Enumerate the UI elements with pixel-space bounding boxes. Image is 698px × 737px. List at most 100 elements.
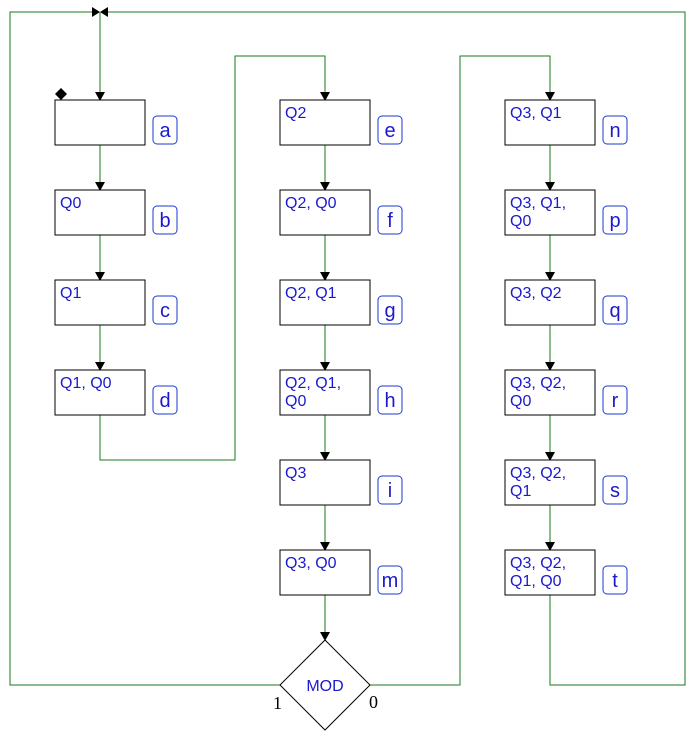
arrowhead (545, 452, 555, 461)
state-output-text: Q1 (510, 483, 531, 500)
state-label: m (382, 570, 399, 592)
state-label-box (602, 205, 628, 235)
state-box (54, 369, 146, 416)
state-output-text: Q2 (285, 105, 306, 122)
state-output-text: Q2, Q1 (285, 285, 337, 302)
arrowhead-left (92, 7, 100, 17)
decision-diamond (279, 639, 371, 731)
state-output-text: Q3, Q2, (510, 375, 566, 392)
state-box (279, 279, 371, 326)
decision-false-label: 0 (369, 692, 378, 712)
state-b: Q0b (54, 189, 178, 236)
state-box (54, 279, 146, 326)
state-output-text: Q3, Q2, (510, 465, 566, 482)
state-box (279, 549, 371, 596)
state-label-box (377, 295, 403, 325)
state-label-box (152, 115, 178, 145)
state-label: f (387, 210, 393, 232)
state-label-box (377, 205, 403, 235)
state-label-box (377, 115, 403, 145)
arrowhead (545, 272, 555, 281)
state-label: h (384, 390, 395, 412)
arrowhead (320, 362, 330, 371)
state-label: n (609, 120, 620, 142)
state-label-box (377, 565, 403, 595)
state-d: Q1, Q0 d (54, 369, 178, 416)
arrowhead (95, 362, 105, 371)
state-output-text: Q1 (60, 285, 81, 302)
state-output-text: Q2, Q1, (285, 375, 341, 392)
arrowhead (320, 272, 330, 281)
state-output-text: Q3, Q0 (285, 555, 337, 572)
arrowhead (545, 362, 555, 371)
state-q: Q3, Q2 q (504, 279, 628, 326)
state-label: d (159, 390, 170, 412)
state-label: c (160, 300, 170, 322)
arrowhead (320, 92, 330, 101)
state-label: t (612, 570, 618, 592)
state-output-text: Q3, Q1 (510, 105, 562, 122)
state-label: b (159, 210, 170, 232)
arrowhead (95, 272, 105, 281)
arrowhead (95, 92, 105, 101)
decision-mod: MOD 1 0 (273, 639, 378, 731)
state-i: Q3 i (279, 459, 403, 506)
connection-wires (9, 11, 686, 686)
state-label: i (388, 480, 392, 502)
state-s: Q3, Q2,Q1 s (504, 459, 628, 506)
state-label-box (377, 385, 403, 415)
state-label: a (159, 120, 171, 142)
state-box (279, 189, 371, 236)
state-label: p (609, 210, 620, 232)
state-a: a (54, 99, 178, 146)
state-box (54, 99, 146, 146)
state-output-text: Q1, Q0 (510, 573, 562, 590)
state-box (504, 279, 596, 326)
arrowheads (92, 7, 555, 641)
arrowhead (545, 92, 555, 101)
state-box (279, 459, 371, 506)
arrowhead (95, 182, 105, 191)
state-e: Q2 e (279, 99, 403, 146)
arrowhead (320, 182, 330, 191)
state-label-box (602, 385, 628, 415)
decision-label: MOD (306, 678, 343, 695)
state-output-text: Q0 (510, 393, 531, 410)
arrowhead (320, 632, 330, 641)
state-f: Q2, Q0 f (279, 189, 403, 236)
state-output-text: Q3 (285, 465, 306, 482)
state-label-box (152, 295, 178, 325)
state-box (279, 369, 371, 416)
state-box (54, 189, 146, 236)
state-label: g (384, 300, 395, 322)
state-label-box (602, 565, 628, 595)
state-label: s (610, 480, 620, 502)
arrowhead-right (100, 7, 108, 17)
initial-state-marker (55, 88, 67, 100)
state-label-box (602, 115, 628, 145)
state-label: q (609, 300, 620, 322)
state-label-box (602, 475, 628, 505)
state-label-box (377, 475, 403, 505)
state-n: Q3, Q1 n (504, 99, 628, 146)
arrowhead (320, 542, 330, 551)
state-box (504, 459, 596, 506)
state-output-text: Q1, Q0 (60, 375, 112, 392)
state-output-text: Q2, Q0 (285, 195, 337, 212)
state-label: r (612, 390, 619, 412)
state-box (504, 99, 596, 146)
decision-true-label: 1 (273, 693, 282, 713)
state-c: Q1 c (54, 279, 178, 326)
state-output-text: Q3, Q2 (510, 285, 562, 302)
state-r: Q3, Q2,Q0 r (504, 369, 628, 416)
state-output-text: Q3, Q1, (510, 195, 566, 212)
state-box (504, 369, 596, 416)
state-label-box (602, 295, 628, 325)
state-box (504, 189, 596, 236)
state-label-box (152, 205, 178, 235)
state-label: e (384, 120, 395, 142)
